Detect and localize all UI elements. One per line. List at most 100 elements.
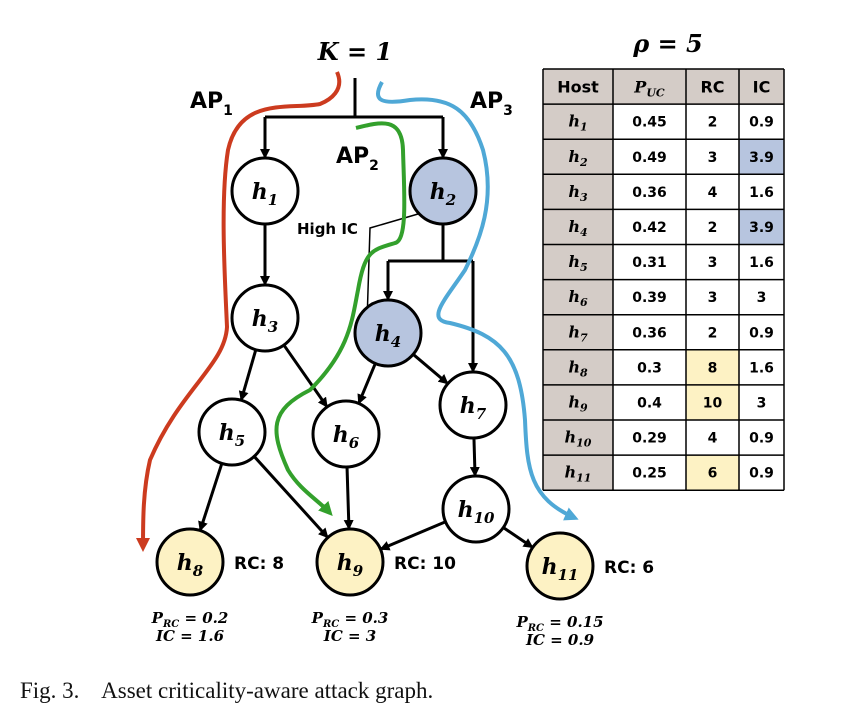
node-label: h9 [337,550,364,580]
cell-host: h1 [568,112,587,134]
cell-rc: 3 [708,290,718,306]
table-row: h10 0.29 4 0.9 [543,420,784,456]
cell-ic: 3 [757,290,767,306]
cell-puc: 0.36 [632,185,667,201]
cell-host: h6 [568,287,588,309]
edges-layer [198,78,534,551]
cell-puc: 0.49 [632,150,667,166]
cell-ic: 0.9 [749,431,774,447]
cell-host: h5 [568,252,587,274]
rc-label: RC: 8 [234,554,284,574]
edge-h3-h6 [282,344,328,408]
attack-path-ap1 [136,71,342,552]
cell-ic: 1.6 [749,255,774,271]
edge-h4-h7 [412,353,449,385]
prc-label: PRC = 0.2 [151,609,229,630]
svg-text:AP3: AP3 [470,89,513,119]
figure-caption: Fig. 3. Asset criticality-aware attack g… [20,678,434,703]
cell-ic: 3 [757,395,767,411]
node-h3[interactable]: h3 [230,283,300,353]
cell-rc: 4 [708,431,718,447]
cell-rc: 10 [703,395,723,411]
cell-host: h4 [568,217,587,239]
cell-ic: 1.6 [749,360,774,376]
node-h6[interactable]: h6 [311,399,381,469]
prc-label: PRC = 0.3 [311,609,389,630]
ic-label: IC = 0.9 [525,631,595,649]
ap1-label: AP1 [190,89,233,119]
node-label: h7 [460,393,487,423]
cell-ic: 0.9 [749,325,774,341]
cell-puc: 0.36 [632,325,667,341]
cell-rc: 2 [708,115,718,131]
cell-host: h9 [568,392,588,414]
cell-ic: 3.9 [749,220,774,236]
node-circle [155,527,225,597]
cell-puc: 0.29 [632,431,667,447]
edge-h5-h8 [198,462,224,532]
cell-puc: 0.4 [637,395,662,411]
node-h2[interactable]: h2 [408,156,478,226]
ap2-label: AP2 [336,144,379,174]
node-circle [311,399,381,469]
ic-label: IC = 3 [323,627,376,645]
cell-rc: 2 [708,325,718,341]
node-h10[interactable]: h10 [441,474,511,544]
node-circle [197,397,267,467]
cell-rc: 6 [708,466,718,482]
rc-label: RC: 10 [394,554,456,574]
k-label: K = 1 [317,37,392,66]
node-circle [438,370,508,440]
node-h1[interactable]: h1 [230,156,300,226]
table-header-3: IC [753,78,771,97]
svg-text:AP2: AP2 [336,144,379,174]
node-label: h10 [458,497,495,527]
edge-h4-h6 [357,362,377,405]
node-h5[interactable]: h5 [197,397,267,467]
cell-host: h7 [568,322,588,344]
node-h4[interactable]: h4 [353,298,423,368]
attack-path-ap2 [274,121,407,516]
node-label: h3 [252,306,278,336]
edge-h10-h9 [379,520,447,551]
cell-rc: 3 [708,255,718,271]
table-row: h1 0.45 2 0.9 [543,104,784,140]
ap3-label: AP3 [470,89,513,119]
node-h7[interactable]: h7 [438,370,508,440]
node-label: h6 [333,422,360,452]
node-circle [230,283,300,353]
rc-label: RC: 6 [604,558,654,578]
table-row: h9 0.4 10 3 [543,384,784,420]
cell-rc: 8 [708,360,718,376]
node-h9[interactable]: h9 RC: 10 PRC = 0.3IC = 3 [311,527,456,645]
cell-host: h10 [565,428,592,450]
cell-puc: 0.25 [632,466,667,482]
cell-puc: 0.45 [632,115,667,131]
cell-rc: 4 [708,185,718,201]
edge-h6-h9 [343,466,354,531]
cell-ic: 0.9 [749,115,774,131]
node-circle [408,156,478,226]
rho-label: ρ = 5 [632,29,702,58]
table-header-0: Host [557,78,599,97]
svg-text:AP1: AP1 [190,89,233,119]
edge-h10-h11 [502,526,534,549]
node-label: h11 [542,554,579,584]
prc-label: PRC = 0.15 [515,613,603,634]
cell-host: h11 [565,463,592,485]
node-label: h4 [375,321,401,351]
node-circle [353,298,423,368]
cell-host: h3 [568,182,588,204]
cell-rc: 3 [708,150,718,166]
high-ic-annotation: High IC [297,220,358,238]
